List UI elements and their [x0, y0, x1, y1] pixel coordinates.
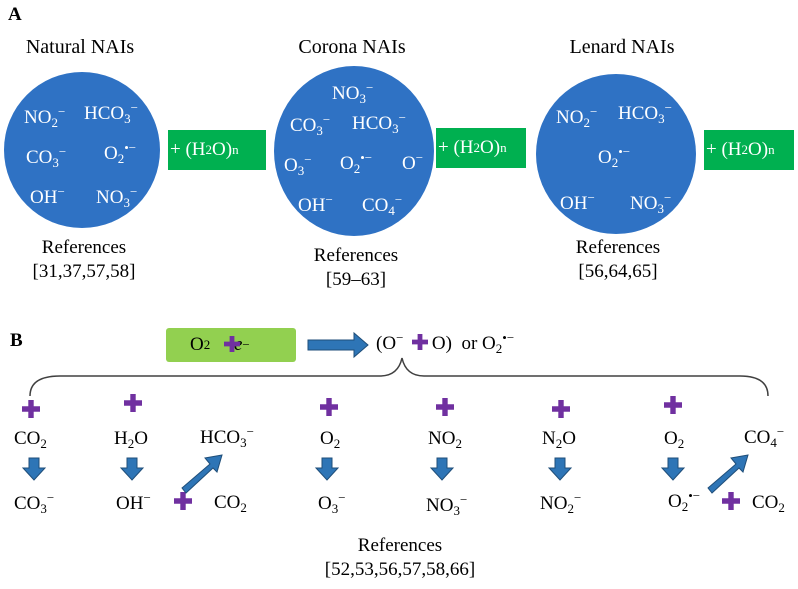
plus-icon: [224, 336, 240, 352]
lenard-references: [56,64,65]: [578, 261, 658, 282]
grouping-brace: [29, 357, 769, 397]
ion-o2-superoxide: O2•−: [598, 144, 631, 170]
ion-o: O−: [402, 150, 424, 174]
ion-o2-superoxide: O2•−: [340, 150, 373, 176]
natural-references: [31,37,57,58]: [32, 261, 136, 282]
species-o3-anion: O3−: [318, 490, 346, 516]
ion-co3: CO3−: [290, 112, 331, 138]
ion-oh: OH−: [30, 184, 65, 208]
corona-references: [59–63]: [325, 269, 387, 290]
lenard-ion-circle: [536, 74, 696, 234]
plus-icon: [22, 400, 40, 418]
natural-references-label: References: [41, 237, 127, 258]
panel-b-references-label: References: [357, 535, 443, 556]
plus-icon: [552, 400, 570, 418]
ion-no2: NO2−: [556, 104, 598, 130]
plus-icon: [320, 398, 338, 416]
plus-icon: [664, 396, 682, 414]
diagonal-arrow-icon: [181, 454, 223, 494]
diagonal-arrow-icon: [707, 454, 749, 494]
plus-icon: [722, 492, 740, 510]
down-arrow-icon: [547, 457, 573, 481]
ion-no3: NO3−: [630, 190, 672, 216]
ion-no2: NO2−: [24, 104, 66, 130]
ion-oh: OH−: [560, 190, 595, 214]
species-superoxide: O2•−: [668, 488, 701, 514]
panel-label-a: A: [8, 4, 22, 25]
species-hco3-anion: HCO3−: [200, 424, 254, 450]
species-no2: NO2: [428, 428, 462, 451]
species-co2: CO2: [752, 492, 785, 515]
species-o2: O2: [320, 428, 341, 451]
corona-title: Corona NAIs: [298, 36, 406, 58]
species-h2o: H2O: [114, 428, 148, 451]
natural-ion-circle: [4, 72, 160, 228]
lenard-title: Lenard NAIs: [569, 36, 675, 58]
lenard-references-label: References: [575, 237, 661, 258]
ion-hco3: HCO3−: [352, 110, 406, 136]
ion-oh: OH−: [298, 192, 333, 216]
species-co2: CO2: [214, 492, 247, 515]
corona-ion-circle: [274, 66, 434, 236]
ion-o3: O3−: [284, 152, 312, 178]
species-no3-anion: NO3−: [426, 492, 468, 518]
down-arrow-icon: [314, 457, 340, 481]
natural-title: Natural NAIs: [25, 36, 135, 58]
species-co3-anion: CO3−: [14, 490, 55, 516]
corona-references-label: References: [313, 245, 399, 266]
ion-co4: CO4−: [362, 192, 403, 218]
species-co4-anion: CO4−: [744, 424, 785, 450]
ion-o2-superoxide: O2•−: [104, 140, 137, 166]
ion-co3: CO3−: [26, 144, 67, 170]
species-oh-anion: OH−: [116, 490, 151, 514]
species-co2: CO2: [14, 428, 47, 451]
plus-icon: [436, 398, 454, 416]
ion-no3: NO3−: [332, 80, 374, 106]
species-o2: O2: [664, 428, 685, 451]
down-arrow-icon: [119, 457, 145, 481]
ion-hco3: HCO3−: [84, 100, 138, 126]
plus-icon: [124, 394, 142, 412]
species-no2-anion: NO2−: [540, 490, 582, 516]
down-arrow-icon: [21, 457, 47, 481]
plus-icon: [174, 492, 192, 510]
panel-label-b: B: [10, 330, 23, 351]
down-arrow-icon: [429, 457, 455, 481]
species-n2o: N2O: [542, 428, 576, 451]
panel-b-references: [52,53,56,57,58,66]: [324, 559, 476, 580]
down-arrow-icon: [660, 457, 686, 481]
plus-icon: [412, 334, 428, 350]
primary-products: (O− O) or O2•−: [376, 330, 515, 356]
ion-hco3: HCO3−: [618, 100, 672, 126]
reaction-arrow: [307, 331, 369, 359]
ion-no3: NO3−: [96, 184, 138, 210]
